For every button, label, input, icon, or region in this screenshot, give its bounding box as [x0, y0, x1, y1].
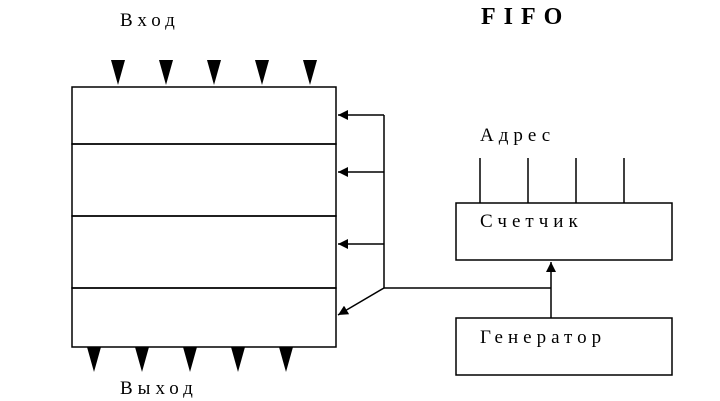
- fifo-memory-block: [71, 86, 337, 348]
- diagram-title: FIFO: [481, 4, 571, 30]
- counter-label: Счетчик: [480, 211, 583, 232]
- input-arrow: [255, 60, 269, 85]
- output-arrow: [87, 347, 101, 372]
- output-arrow: [279, 347, 293, 372]
- input-arrow: [111, 60, 125, 85]
- memory-cell: [71, 215, 337, 289]
- input-arrows: [111, 60, 317, 85]
- generator-box: [455, 317, 673, 376]
- memory-cell: [71, 143, 337, 217]
- generator-label: Генератор: [480, 327, 607, 348]
- output-label: Выход: [120, 378, 198, 399]
- output-arrows: [87, 347, 293, 372]
- output-arrow: [183, 347, 197, 372]
- output-arrow: [231, 347, 245, 372]
- input-arrow: [207, 60, 221, 85]
- counter-box: [455, 202, 673, 261]
- address-lines: [479, 158, 625, 203]
- memory-cell: [71, 287, 337, 348]
- input-arrow: [303, 60, 317, 85]
- memory-cell: [71, 86, 337, 145]
- output-arrow: [135, 347, 149, 372]
- input-label: Вход: [120, 10, 180, 31]
- input-arrow: [159, 60, 173, 85]
- address-label: Адрес: [480, 125, 556, 146]
- control-bus: [337, 110, 556, 318]
- cell-select-arrow: [337, 287, 385, 316]
